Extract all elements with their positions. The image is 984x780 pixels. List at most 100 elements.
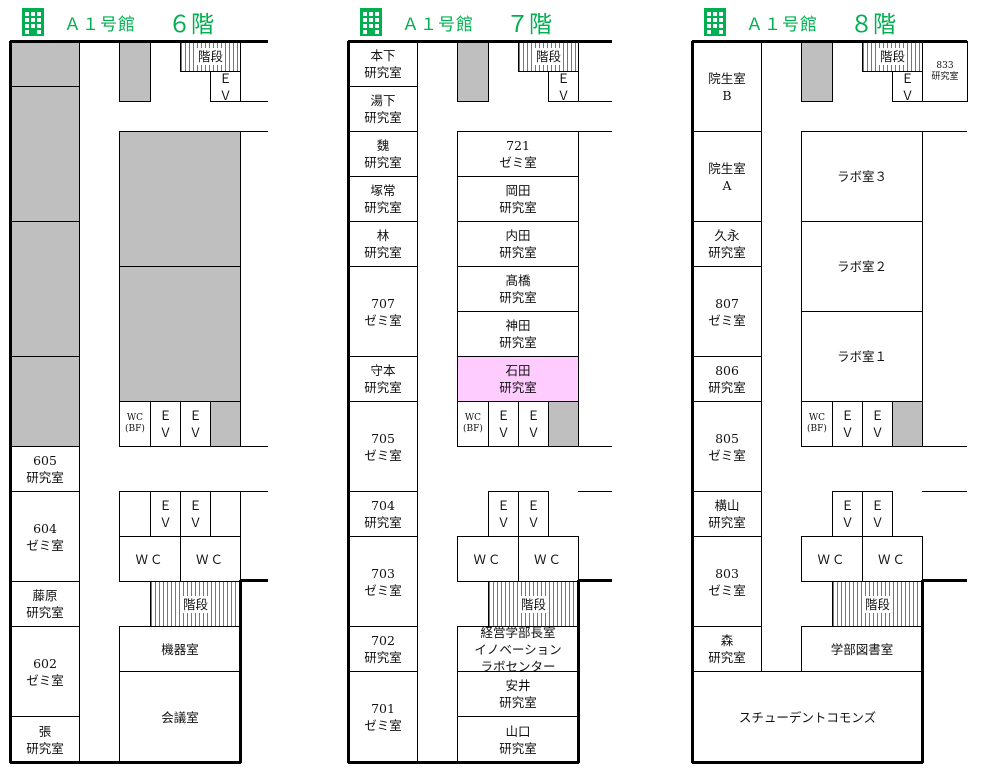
wall <box>692 761 923 764</box>
room-label: 石田 研究室 <box>499 363 537 395</box>
room-lab2[interactable]: ラボ室２ <box>801 221 923 312</box>
room-grad_b[interactable]: 院生室 B <box>692 41 762 132</box>
room-ev4[interactable]: Ｅ Ｖ <box>180 491 211 537</box>
room-r702[interactable]: 702 研究室 <box>348 626 418 672</box>
room-label: 階段 <box>878 48 906 65</box>
room-conference[interactable]: 会議室 <box>119 671 241 763</box>
wall <box>922 491 967 492</box>
room-tsukatsune[interactable]: 塚常 研究室 <box>348 176 418 222</box>
wall <box>692 40 967 43</box>
room-morimoto[interactable]: 守本 研究室 <box>348 356 418 402</box>
room-stairs_bottom[interactable]: 階段 <box>488 581 579 627</box>
room-wc2[interactable]: ＷＣ <box>180 536 241 582</box>
gray-block <box>210 401 241 447</box>
room-r703[interactable]: 703 ゼミ室 <box>348 536 418 627</box>
room-wc1[interactable]: ＷＣ <box>801 536 863 582</box>
room-wc_bf[interactable]: WC (BF) <box>457 401 489 447</box>
room-yushita[interactable]: 湯下 研究室 <box>348 86 418 132</box>
room-wc1[interactable]: ＷＣ <box>119 536 181 582</box>
room-okada[interactable]: 岡田 研究室 <box>457 176 579 222</box>
gray-block <box>10 41 80 87</box>
room-label: Ｅ Ｖ <box>557 71 570 102</box>
room-ev4[interactable]: Ｅ Ｖ <box>862 491 893 537</box>
room-wc_bf[interactable]: WC (BF) <box>801 401 833 447</box>
room-label: Ｅ Ｖ <box>497 408 510 440</box>
room-label: 張 研究室 <box>26 723 64 756</box>
room-ev4[interactable]: Ｅ Ｖ <box>518 491 549 537</box>
room-label: 林 研究室 <box>364 228 402 260</box>
room-commons[interactable]: スチューデントコモンズ <box>692 671 923 763</box>
room-stairs_bottom[interactable]: 階段 <box>150 581 241 627</box>
room-r707[interactable]: 707 ゼミ室 <box>348 266 418 357</box>
room-library[interactable]: 学部図書室 <box>801 626 923 672</box>
room-label: 内田 研究室 <box>499 228 537 260</box>
room-ev3[interactable]: Ｅ Ｖ <box>832 491 863 537</box>
room-r805[interactable]: 805 ゼミ室 <box>692 401 762 492</box>
room-label: ＷＣ <box>195 551 225 567</box>
room-label: WC (BF) <box>125 413 145 434</box>
room-lab1[interactable]: ラボ室１ <box>801 311 923 402</box>
room-stairs_top[interactable]: 階段 <box>862 41 923 72</box>
room-ev1[interactable]: Ｅ Ｖ <box>488 401 519 447</box>
room-ev2[interactable]: Ｅ Ｖ <box>862 401 893 447</box>
room-gi[interactable]: 魏 研究室 <box>348 131 418 177</box>
wall <box>578 579 612 582</box>
room-label: ＷＣ <box>533 551 563 567</box>
room-ev2[interactable]: Ｅ Ｖ <box>518 401 549 447</box>
room-r806[interactable]: 806 研究室 <box>692 356 762 402</box>
room-zhang[interactable]: 張 研究室 <box>10 716 80 763</box>
room-yasui[interactable]: 安井 研究室 <box>457 671 579 717</box>
room-label: 院生室 B <box>708 70 746 103</box>
room-grad_a[interactable]: 院生室 A <box>692 131 762 222</box>
room-ev_top[interactable]: Ｅ Ｖ <box>892 71 923 102</box>
room-takahashi[interactable]: 髙橋 研究室 <box>457 266 579 312</box>
room-label: Ｅ Ｖ <box>871 498 884 530</box>
room-mori[interactable]: 森 研究室 <box>692 626 762 672</box>
room-ev_top[interactable]: Ｅ Ｖ <box>548 71 579 102</box>
wall <box>577 580 580 763</box>
room-r807[interactable]: 807 ゼミ室 <box>692 266 762 357</box>
wall <box>921 580 924 763</box>
room-stairs_top[interactable]: 階段 <box>518 41 579 72</box>
room-ishida[interactable]: 石田 研究室 <box>457 356 579 402</box>
room-yamaguchi[interactable]: 山口 研究室 <box>457 716 579 763</box>
room-wc2[interactable]: ＷＣ <box>862 536 923 582</box>
room-r803[interactable]: 803 ゼミ室 <box>692 536 762 627</box>
room-ev_top[interactable]: Ｅ Ｖ <box>210 71 241 102</box>
room-uchida[interactable]: 内田 研究室 <box>457 221 579 267</box>
room-r604[interactable]: 604 ゼミ室 <box>10 491 80 582</box>
room-fujiwara[interactable]: 藤原 研究室 <box>10 581 80 627</box>
room-dean[interactable]: 経営学部長室 イノベーション ラボセンター <box>457 626 579 672</box>
room-ev3[interactable]: Ｅ Ｖ <box>150 491 181 537</box>
room-stairs_bottom[interactable]: 階段 <box>832 581 923 627</box>
room-label: 704 研究室 <box>364 498 402 530</box>
room-motoshita[interactable]: 本下 研究室 <box>348 41 418 87</box>
wall <box>240 491 268 492</box>
room-r721[interactable]: 721 ゼミ室 <box>457 131 579 177</box>
room-r705[interactable]: 705 ゼミ室 <box>348 401 418 492</box>
room-wc1[interactable]: ＷＣ <box>457 536 519 582</box>
room-r704[interactable]: 704 研究室 <box>348 491 418 537</box>
room-ev2[interactable]: Ｅ Ｖ <box>180 401 211 447</box>
room-label: Ｅ Ｖ <box>159 408 172 440</box>
room-hayashi[interactable]: 林 研究室 <box>348 221 418 267</box>
room-kanda[interactable]: 神田 研究室 <box>457 311 579 357</box>
room-stairs_top[interactable]: 階段 <box>180 41 241 72</box>
room-r701[interactable]: 701 ゼミ室 <box>348 671 418 763</box>
room-label: 833 研究室 <box>931 60 959 82</box>
room-ev1[interactable]: Ｅ Ｖ <box>150 401 181 447</box>
room-wc2[interactable]: ＷＣ <box>518 536 579 582</box>
room-label: ＷＣ <box>877 551 907 567</box>
room-label: 守本 研究室 <box>364 363 402 395</box>
room-r833[interactable]: 833 研究室 <box>922 41 968 102</box>
room-ev3[interactable]: Ｅ Ｖ <box>488 491 519 537</box>
room-hisanaga[interactable]: 久永 研究室 <box>692 221 762 267</box>
room-wc_bf[interactable]: WC (BF) <box>119 401 151 447</box>
room-ev1[interactable]: Ｅ Ｖ <box>832 401 863 447</box>
room-r602[interactable]: 602 ゼミ室 <box>10 626 80 717</box>
room-machine[interactable]: 機器室 <box>119 626 241 672</box>
room-lab3[interactable]: ラボ室３ <box>801 131 923 222</box>
room-yokoyama[interactable]: 横山 研究室 <box>692 491 762 537</box>
room-r605[interactable]: 605 研究室 <box>10 446 80 492</box>
